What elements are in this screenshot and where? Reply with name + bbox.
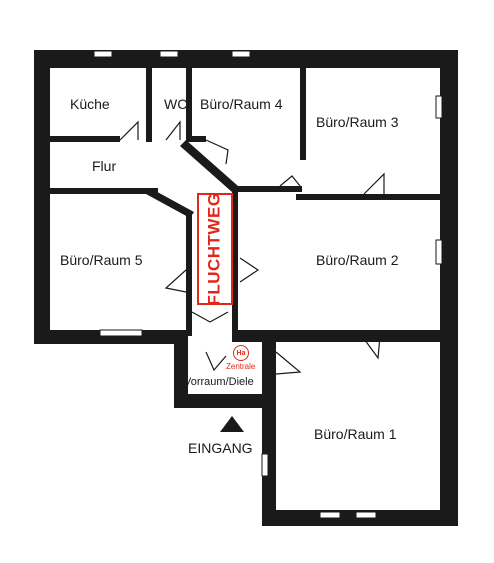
room-label-office-4: Büro/Raum 4 (200, 96, 283, 112)
entrance-marker (206, 399, 250, 432)
inner-walls (46, 60, 444, 336)
doors (119, 120, 385, 375)
room-label-kitchen: Küche (70, 96, 110, 112)
entrance-label: EINGANG (188, 440, 253, 456)
main-switch-icon: Ha (233, 345, 249, 361)
escape-route-sign: FLUCHTWEG (197, 192, 233, 306)
main-switch-label: Zentrale (226, 362, 256, 371)
room-label-office-2: Büro/Raum 2 (316, 252, 399, 268)
windows (93, 50, 443, 519)
room-label-office-3: Büro/Raum 3 (316, 114, 399, 130)
room-label-office-5: Büro/Raum 5 (60, 252, 143, 268)
escape-route-label: FLUCHTWEG (205, 192, 224, 306)
room-label-vestibule: Vorraum/Diele (184, 376, 254, 388)
outer-walls (34, 50, 458, 526)
room-label-office-1: Büro/Raum 1 (314, 426, 397, 442)
main-switch-symbol: Ha (236, 349, 246, 357)
room-label-hallway: Flur (92, 158, 117, 174)
room-label-wc: WC (164, 96, 188, 112)
